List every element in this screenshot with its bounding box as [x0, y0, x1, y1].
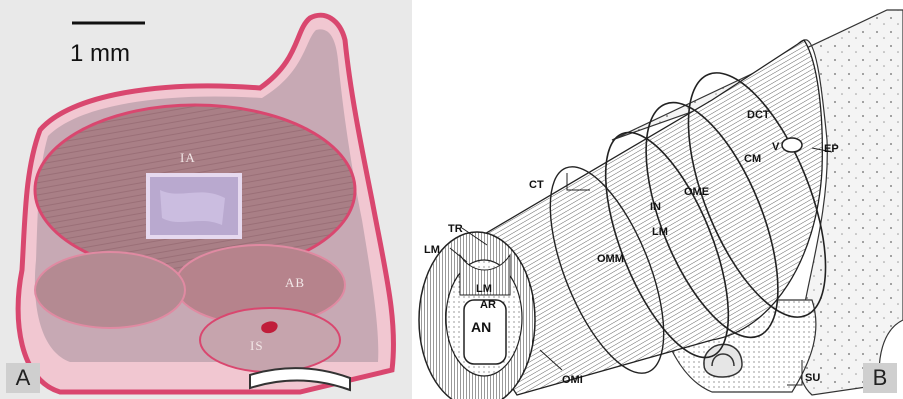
label-dct: DCT — [747, 109, 770, 121]
label-omm: OMM — [597, 253, 624, 265]
label-v: V — [772, 141, 780, 153]
panel-b-schematic-drawing: DCT V EP CM OME CT IN LM TR LM OMM LM AR… — [412, 0, 903, 399]
label-tr: TR — [448, 223, 463, 235]
label-an: AN — [471, 319, 491, 335]
label-is: IS — [250, 338, 264, 353]
label-ome: OME — [684, 186, 709, 198]
left-lobe — [35, 252, 185, 328]
panel-a-histology-photo: IA AB IS 1 mm A — [0, 0, 412, 399]
label-cm: CM — [744, 153, 761, 165]
label-in: IN — [650, 201, 661, 213]
label-omi: OMI — [562, 374, 583, 386]
sucker-region — [200, 308, 340, 372]
arm-schematic-diagram: DCT V EP CM OME CT IN LM TR LM OMM LM AR… — [412, 0, 903, 399]
panel-letter-b: B — [863, 363, 897, 393]
label-ep: EP — [824, 143, 839, 155]
label-ab: AB — [285, 275, 305, 290]
label-lm-outer: LM — [652, 226, 668, 238]
label-ia: IA — [180, 150, 196, 165]
label-su: SU — [805, 372, 820, 384]
label-ar: AR — [480, 299, 496, 311]
panel-letter-a: A — [6, 363, 40, 393]
histology-section-image: IA AB IS — [0, 0, 412, 399]
scale-bar-label: 1 mm — [70, 40, 130, 68]
label-lm-left: LM — [424, 244, 440, 256]
vessel — [782, 138, 802, 152]
label-lm-inner: LM — [476, 283, 492, 295]
label-ct: CT — [529, 179, 544, 191]
